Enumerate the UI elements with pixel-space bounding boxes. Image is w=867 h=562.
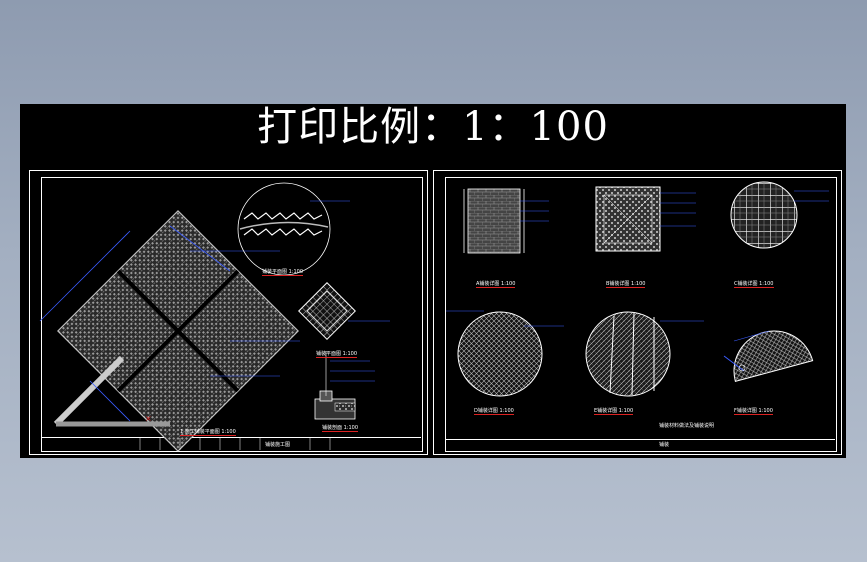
- detail-f-label: F铺装详图 1:100: [734, 408, 773, 415]
- detail-e-label: E铺装详图 1:100: [594, 408, 634, 415]
- detail-a-label: A铺装详图 1:100: [476, 281, 516, 288]
- section-label: 铺装剖面 1:100: [322, 425, 358, 432]
- svg-text:×: ×: [145, 414, 152, 423]
- detail-a-graphic: [463, 188, 549, 254]
- right-titlebar-text: 铺装: [659, 442, 670, 448]
- left-inner-frame: [41, 177, 423, 452]
- detail-e-graphic: [585, 311, 704, 397]
- detail-circle-1: [237, 182, 331, 276]
- drawing-canvas[interactable]: 打印比例：1：100: [20, 104, 846, 458]
- left-drawing-sheet[interactable]: ×: [29, 170, 428, 455]
- print-scale-title: 打印比例：1：100: [257, 104, 609, 150]
- right-sheet-graphics: [446, 181, 829, 397]
- plan-border-strip: [53, 355, 125, 427]
- dimension-line: [39, 230, 131, 322]
- main-plan-diamond: [57, 210, 299, 452]
- detail-c-graphic: [730, 181, 829, 249]
- detail-b-graphic: [595, 186, 696, 252]
- left-title-bar: [41, 437, 421, 451]
- detail-d-graphic: [446, 310, 564, 397]
- left-sheet-graphics: ×: [39, 182, 390, 452]
- right-title-bar: [445, 439, 835, 451]
- detail-square: [298, 282, 356, 340]
- detail-c-label: C铺装详图 1:100: [734, 281, 774, 288]
- detail-b-label: B铺装详图 1:100: [606, 281, 646, 288]
- materials-caption: 铺装材料做法及铺装说明: [659, 423, 715, 429]
- detail-f-graphic: [723, 330, 814, 382]
- left-titlebar-text: 铺装施工图: [265, 442, 291, 448]
- detail-d-label: D铺装详图 1:100: [474, 408, 514, 415]
- detail-1-label: 铺装平面图 1:100: [262, 269, 303, 276]
- main-plan-label: 1 施工铺装平面图 1:100: [180, 429, 236, 436]
- detail-2-label: 铺装平面图 1:100: [316, 351, 357, 358]
- right-inner-frame: [445, 177, 837, 452]
- section-detail: [314, 351, 375, 420]
- right-drawing-sheet[interactable]: A铺装详图 1:100 B铺装详图 1:100 C铺装详图 1:100 D铺装详…: [433, 170, 842, 455]
